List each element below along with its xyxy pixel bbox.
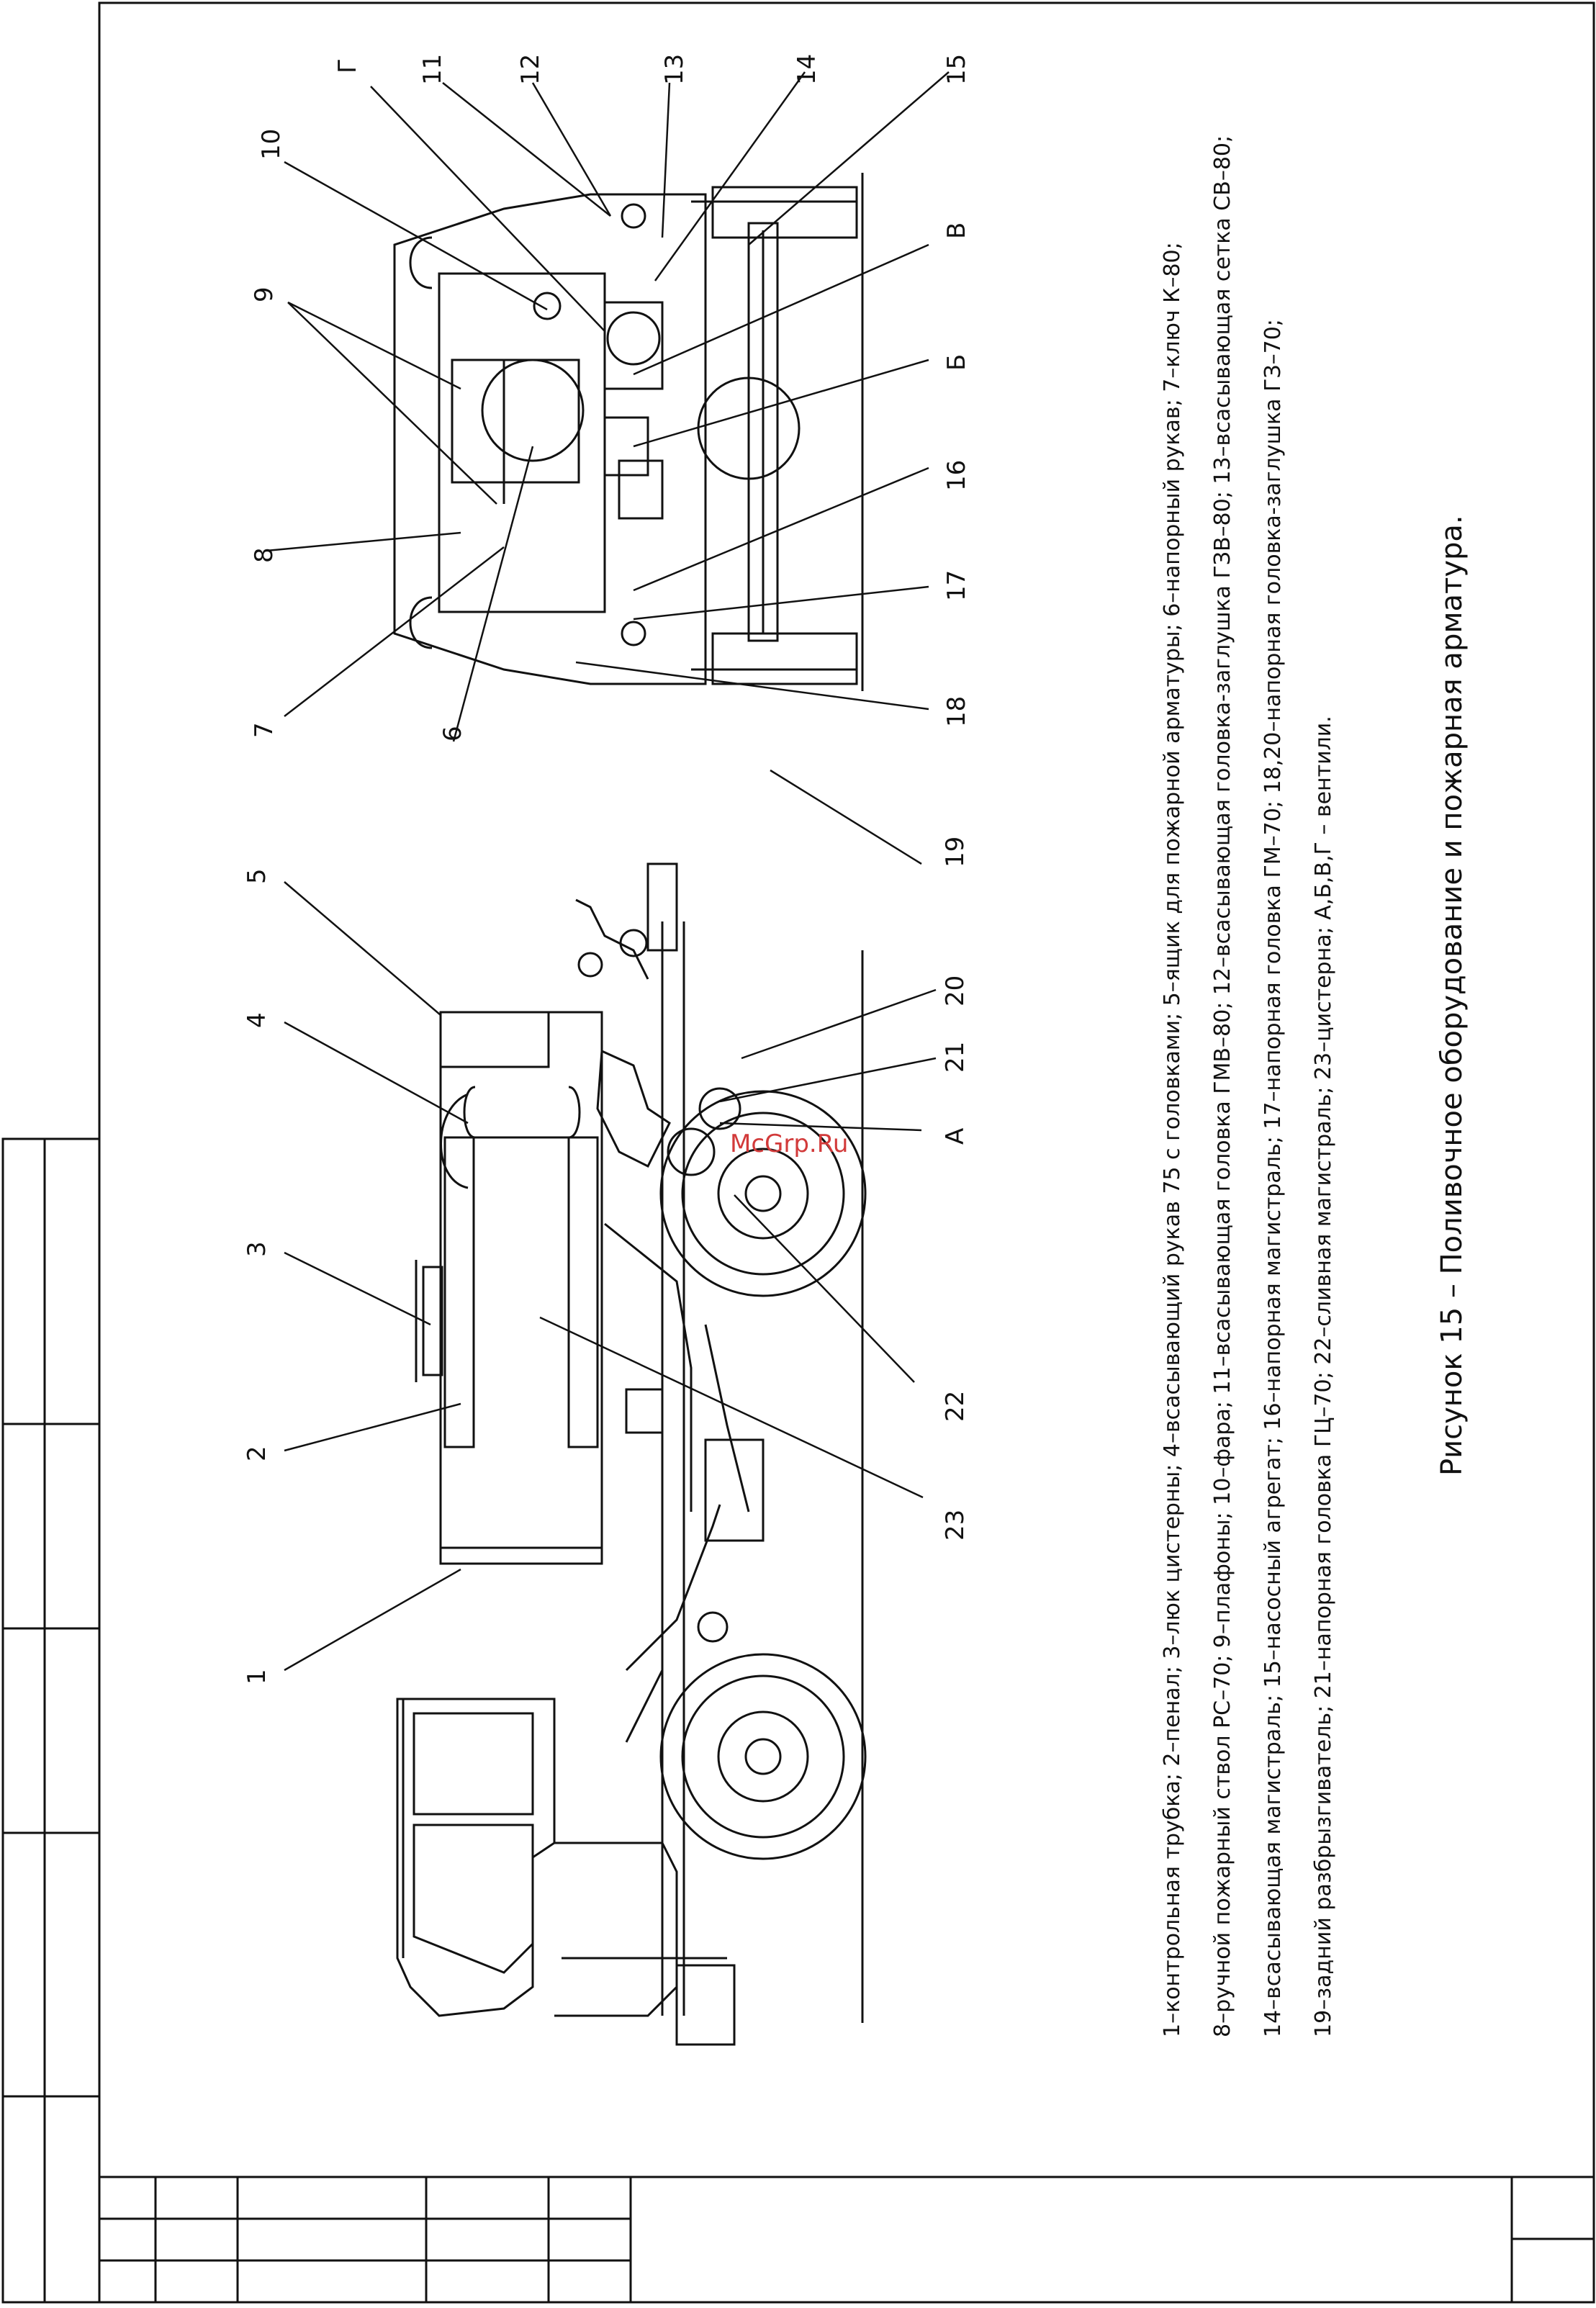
callout-11: 11 bbox=[418, 54, 447, 85]
callout-8: 8 bbox=[250, 547, 279, 563]
callout-20: 20 bbox=[941, 975, 970, 1006]
callout-A: А bbox=[941, 1128, 970, 1145]
callout-14: 14 bbox=[793, 54, 821, 85]
side-view bbox=[396, 862, 867, 2046]
callout-12: 12 bbox=[516, 54, 545, 85]
callout-22: 22 bbox=[941, 1391, 970, 1422]
callout-3: 3 bbox=[243, 1241, 271, 1257]
callout-21: 21 bbox=[941, 1042, 970, 1073]
rear-view bbox=[393, 173, 864, 691]
callout-4: 4 bbox=[243, 1012, 271, 1028]
callout-23: 23 bbox=[941, 1510, 970, 1541]
callout-1: 1 bbox=[243, 1669, 271, 1685]
callout-V: В bbox=[942, 222, 971, 239]
callout-15: 15 bbox=[942, 54, 971, 85]
callout-9: 9 bbox=[250, 287, 279, 302]
callout-10: 10 bbox=[257, 129, 286, 160]
legend-line-2: 8–ручной пожарный ствол РС–70; 9–плафоны… bbox=[1210, 135, 1235, 2037]
callout-16: 16 bbox=[942, 460, 971, 491]
callout-19: 19 bbox=[941, 837, 970, 867]
figure-caption: Рисунок 15 – Поливочное оборудование и п… bbox=[1435, 515, 1469, 1476]
callout-6: 6 bbox=[438, 726, 467, 741]
callout-5: 5 bbox=[243, 868, 271, 884]
callout-13: 13 bbox=[660, 54, 689, 85]
legend: 1–контрольная трубка; 2–пенал; 3–люк цис… bbox=[1160, 135, 1336, 2037]
callout-G: Г bbox=[333, 58, 362, 73]
callout-7: 7 bbox=[250, 722, 279, 738]
title-block bbox=[99, 2176, 1594, 2302]
legend-line-1: 1–контрольная трубка; 2–пенал; 3–люк цис… bbox=[1160, 242, 1185, 2037]
callout-B: Б bbox=[942, 354, 971, 371]
legend-line-3: 14–всасывающая магистраль; 15–насосный а… bbox=[1261, 319, 1286, 2037]
legend-line-4: 19–задний разбрызгиватель; 21–напорная г… bbox=[1311, 716, 1336, 2037]
watermark: McGrp.Ru bbox=[730, 1130, 848, 1158]
callout-17: 17 bbox=[942, 570, 971, 601]
callout-18: 18 bbox=[942, 696, 971, 727]
side-callouts: 1 2 3 4 5 19 20 21 А 22 23 bbox=[243, 837, 970, 1685]
rear-callouts: 10 9 8 7 6 Г 11 12 13 14 15 В Б 16 17 18 bbox=[250, 54, 971, 741]
rotated-drawing: 1 2 3 4 5 19 20 21 А 22 23 10 9 8 7 6 Г … bbox=[243, 54, 1469, 2046]
rear-view-leaders bbox=[266, 71, 950, 742]
side-view-leaders bbox=[284, 769, 937, 1672]
callout-2: 2 bbox=[243, 1446, 271, 1461]
